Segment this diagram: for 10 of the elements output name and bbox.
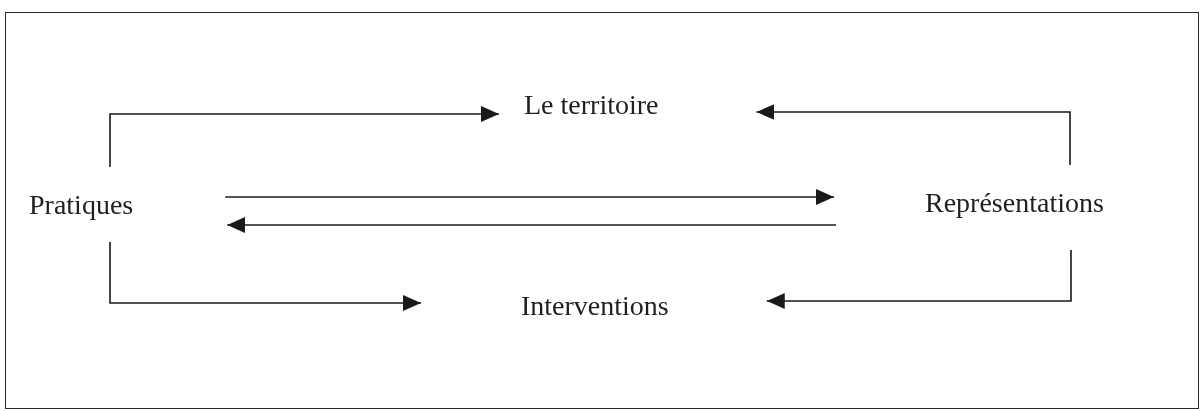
arrow <box>226 217 837 233</box>
arrow <box>109 106 500 168</box>
arrow <box>755 104 1071 166</box>
concept-label: Interventions <box>521 290 669 322</box>
concept-label: Représentations <box>925 187 1104 219</box>
arrow <box>765 249 1072 309</box>
arrow <box>109 241 422 311</box>
concept-label: Le territoire <box>524 89 659 121</box>
concept-label: Pratiques <box>29 189 134 221</box>
arrow <box>224 189 835 205</box>
